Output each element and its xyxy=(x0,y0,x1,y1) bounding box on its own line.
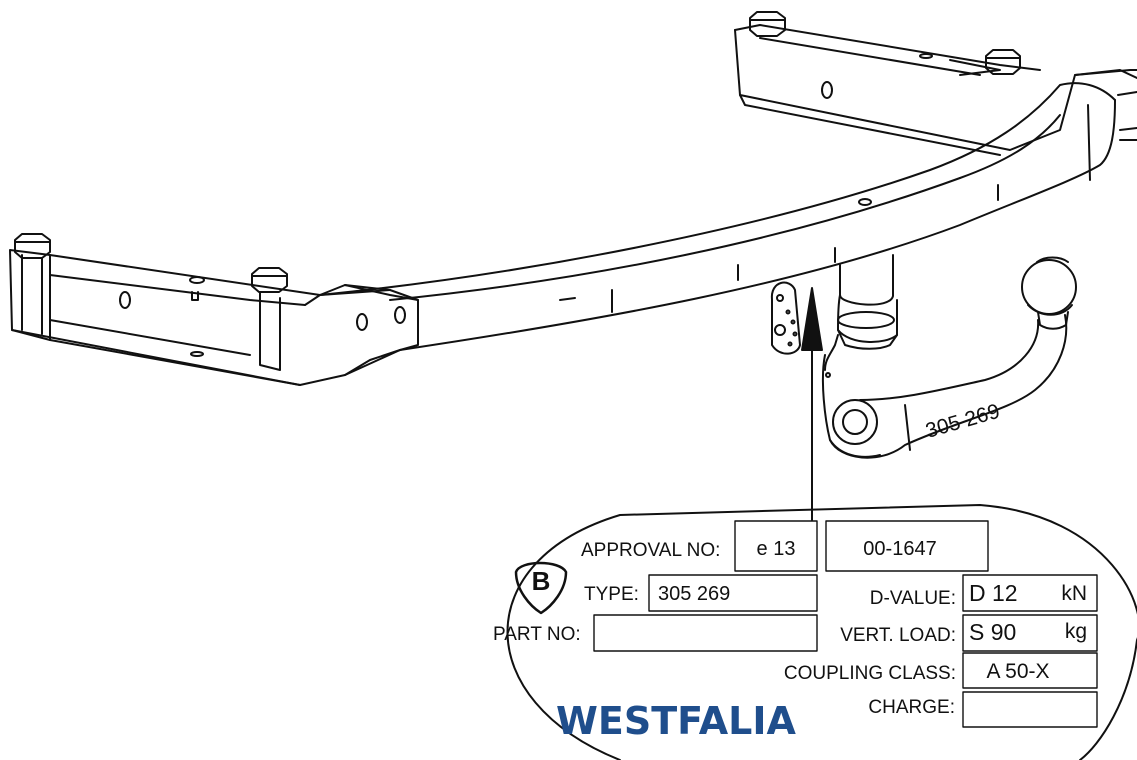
dvalue-label: D-VALUE: xyxy=(870,588,956,609)
socket-plate xyxy=(770,281,801,355)
arm-engraving: 305 269 xyxy=(923,400,1002,443)
nut-left-2 xyxy=(251,267,288,293)
approval-label: APPROVAL NO: xyxy=(581,540,720,561)
type-label: TYPE: xyxy=(584,584,639,605)
vertload-value: S 90 xyxy=(969,619,1016,645)
class-value: A 50-X xyxy=(986,660,1049,683)
shield-letter: B xyxy=(532,566,551,596)
pointer-arrow xyxy=(801,287,823,521)
vertload-label: VERT. LOAD: xyxy=(840,625,956,646)
part-label: PART NO: xyxy=(493,624,581,645)
type-value: 305 269 xyxy=(658,583,730,605)
approval-prefix: e 13 xyxy=(757,538,796,560)
left-mounting-bracket xyxy=(9,249,419,386)
approval-number: 00-1647 xyxy=(863,538,936,560)
nut-right-1 xyxy=(749,11,786,37)
class-label: COUPLING CLASS: xyxy=(784,663,956,684)
dvalue-unit: kN xyxy=(1061,582,1087,605)
ball-arm xyxy=(821,314,1068,459)
nut-left-1 xyxy=(14,233,51,259)
dvalue-value: D 12 xyxy=(969,580,1018,606)
nut-right-2 xyxy=(985,49,1021,75)
approval-shield-icon xyxy=(514,561,568,615)
tow-ball xyxy=(1021,256,1077,330)
crossbar xyxy=(319,82,1116,351)
type-plate-outline xyxy=(506,504,1137,760)
brand-logo: WESTFALIA xyxy=(556,699,797,743)
charge-label: CHARGE: xyxy=(868,697,955,718)
right-mounting-bracket xyxy=(734,24,1137,156)
coupling-holder xyxy=(837,254,898,350)
vertload-unit: kg xyxy=(1065,620,1087,643)
plate-boxes xyxy=(593,520,1098,728)
